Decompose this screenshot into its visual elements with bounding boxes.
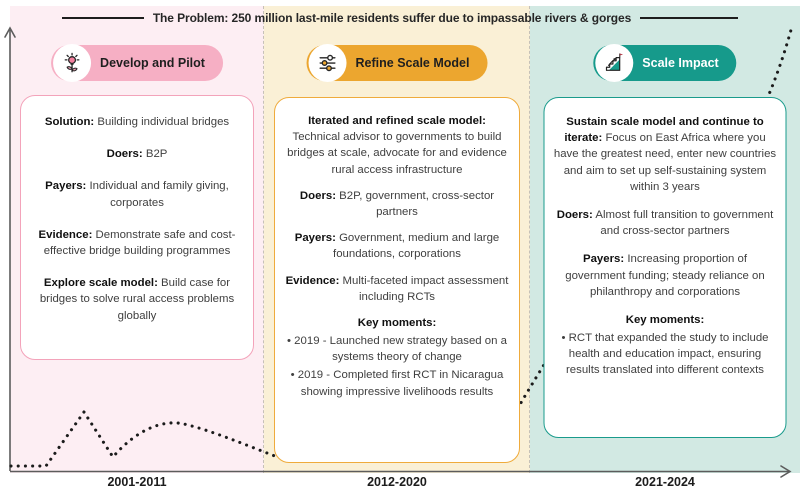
phase-card-scale-impact: Sustain scale model and continue to iter…: [543, 97, 787, 438]
card-key-moments-heading: Key moments:: [357, 316, 437, 329]
card-paragraph: Evidence: Demonstrate safe and cost-effe…: [38, 228, 236, 257]
card-paragraph: Doers: Almost full transition to governm…: [556, 208, 774, 238]
title-rule-left: [61, 17, 144, 19]
card-paragraph: Payers: Individual and family giving, co…: [45, 180, 229, 209]
year-range-scale: 2021-2024: [635, 475, 695, 489]
phases: Develop and Pilot Solution: Building ind…: [10, 0, 800, 473]
card-paragraph: Iterated and refined scale model: Techni…: [287, 115, 507, 176]
phase-pill-label: Refine Scale Model: [355, 56, 470, 70]
card-paragraph: Payers: Government, medium and large fou…: [294, 232, 500, 261]
year-range-develop: 2001-2011: [107, 475, 167, 489]
phase-pill-refine-scale-model: Refine Scale Model: [306, 44, 488, 82]
phase-pill-label: Develop and Pilot: [100, 56, 205, 70]
phase-column-develop-and-pilot: Develop and Pilot Solution: Building ind…: [10, 0, 264, 473]
card-paragraph: Doers: B2P: [106, 148, 168, 161]
phase-pill-label: Scale Impact: [642, 56, 719, 70]
phase-column-refine-scale-model: Refine Scale Model Iterated and refined …: [264, 0, 530, 473]
card-paragraph: Payers: Increasing proportion of governm…: [565, 253, 765, 298]
phase-card-develop-and-pilot: Solution: Building individual bridges Do…: [20, 95, 254, 360]
x-axis: [10, 465, 792, 478]
year-range-refine: 2012-2020: [367, 475, 427, 489]
idea-sprout-icon: [64, 52, 80, 73]
card-paragraph: Sustain scale model and continue to iter…: [553, 116, 777, 193]
card-paragraph: Evidence: Multi-faceted impact assessmen…: [285, 274, 509, 303]
stairs-flag-icon: [605, 53, 624, 71]
phase-pill-scale-impact: Scale Impact: [593, 44, 737, 82]
pill-icon-circle: [53, 44, 92, 82]
problem-statement: The Problem: 250 million last-mile resid…: [152, 11, 632, 25]
card-paragraph: Solution: Building individual bridges: [44, 116, 230, 128]
title-rule-right: [640, 17, 739, 19]
card-paragraph: Explore scale model: Build case for brid…: [39, 277, 235, 322]
pill-icon-circle: [595, 44, 634, 82]
card-paragraph: Doers: B2P, government, cross-sector par…: [299, 189, 495, 218]
phase-column-scale-impact: Scale Impact Sustain scale model and con…: [530, 0, 800, 473]
timeline-year-labels: 2001-2011 2012-2020 2021-2024: [10, 475, 800, 489]
phase-card-refine-scale-model: Iterated and refined scale model: Techni…: [274, 97, 520, 463]
card-bullet: • 2019 - Launched new strategy based on …: [287, 335, 507, 364]
sliders-icon: [319, 54, 336, 72]
card-bullet: • 2019 - Completed first RCT in Nicaragu…: [290, 369, 504, 398]
phase-pill-develop-and-pilot: Develop and Pilot: [51, 44, 223, 82]
card-key-moments-heading: Key moments:: [625, 313, 705, 326]
pill-icon-circle: [308, 44, 347, 82]
y-axis: [4, 26, 16, 471]
problem-statement-row: The Problem: 250 million last-mile resid…: [0, 11, 800, 25]
card-bullet: • RCT that expanded the study to include…: [561, 332, 769, 377]
